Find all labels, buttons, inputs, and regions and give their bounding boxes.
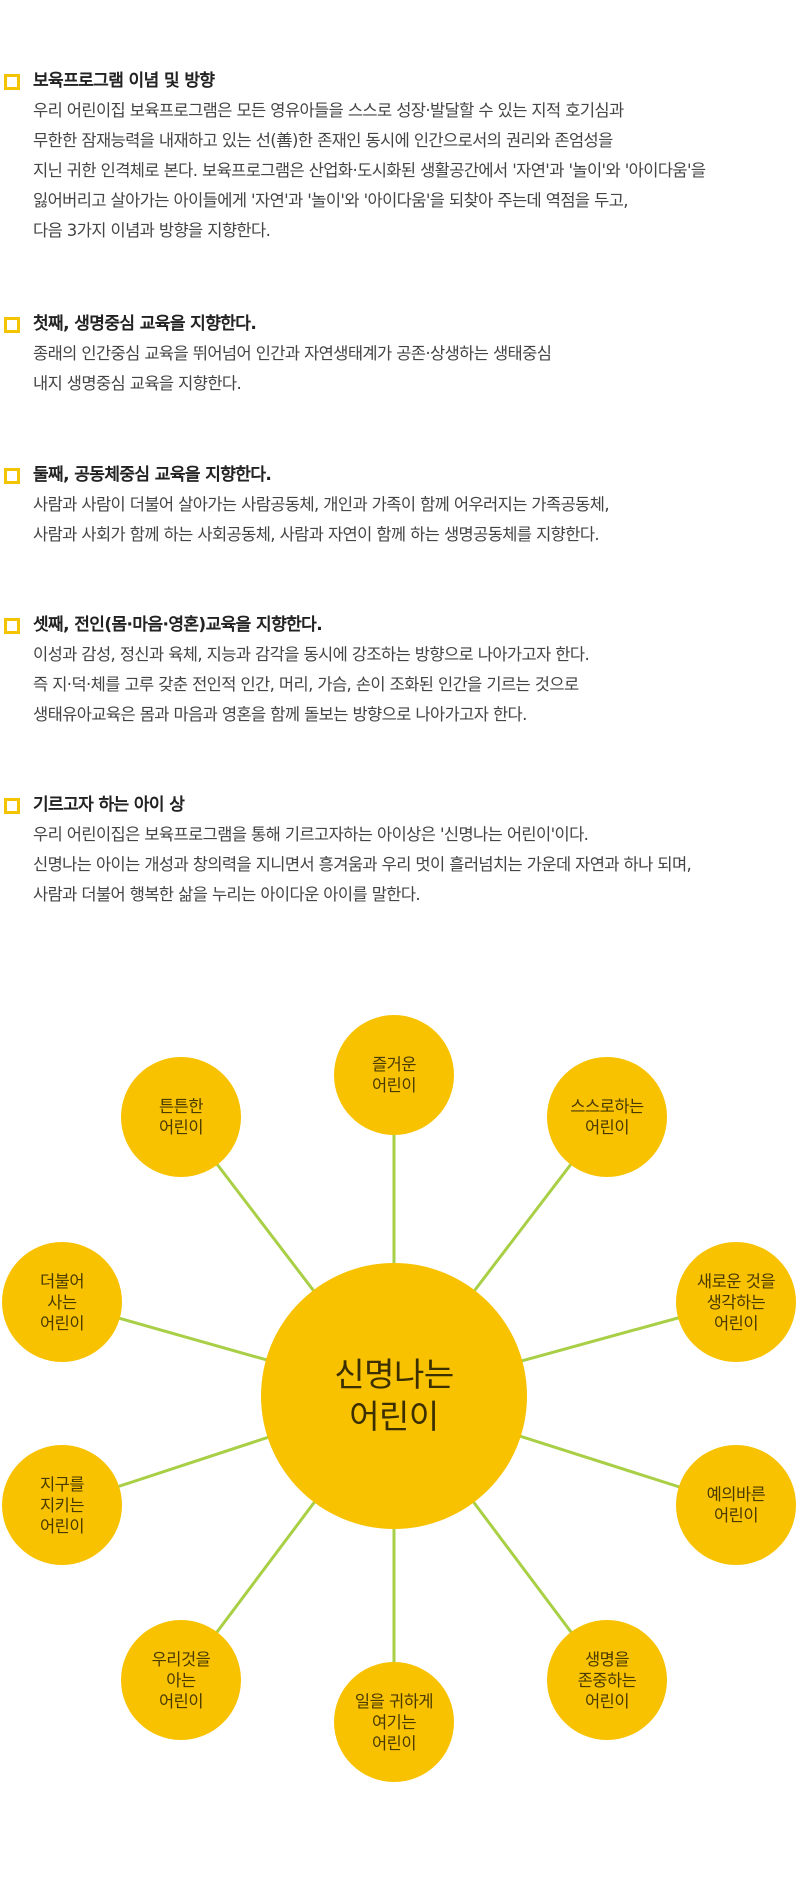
node-self-directed: 스스로하는 어린이 — [547, 1057, 667, 1177]
node-healthy: 튼튼한 어린이 — [121, 1057, 241, 1177]
paragraph-line: 무한한 잠재능력을 내재하고 있는 선(善)한 존재인 동시에 인간으로서의 권… — [33, 131, 613, 150]
paragraph-line: 지닌 귀한 인격체로 본다. 보육프로그램은 산업화·도시화된 생활공간에서 '… — [33, 161, 706, 180]
node-label: 예의바른 어린이 — [706, 1485, 766, 1525]
paragraph-line: 우리 어린이집 보육프로그램은 모든 영유아들을 스스로 성장·발달할 수 있는… — [33, 101, 624, 120]
section-title: 셋째, 전인(몸·마음·영혼)교육을 지향한다. — [0, 610, 798, 640]
section-life-centered: 첫째, 생명중심 교육을 지향한다. 종래의 인간중심 교육을 뛰어넘어 인간과… — [0, 309, 798, 399]
node-lives-together: 더불어 사는 어린이 — [2, 1242, 122, 1362]
paragraph-line: 즉 지·덕·체를 고루 갖춘 전인적 인간, 머리, 가슴, 손이 조화된 인간… — [33, 675, 579, 694]
paragraph-line: 사람과 사람이 더불어 살아가는 사람공동체, 개인과 가족이 함께 어우러지는… — [33, 495, 610, 514]
ideal-child-diagram: 신명나는 어린이 즐거운 어린이 스스로하는 어린이 새로운 것을 생각하는 어… — [0, 990, 798, 1810]
node-creative-thinking: 새로운 것을 생각하는 어린이 — [676, 1242, 796, 1362]
section-title: 첫째, 생명중심 교육을 지향한다. — [0, 309, 798, 339]
node-respects-life: 생명을 존중하는 어린이 — [547, 1620, 667, 1740]
section-ideal-child: 기르고자 하는 아이 상 우리 어린이집은 보육프로그램을 통해 기르고자하는 … — [0, 790, 798, 910]
paragraph-line: 사람과 사회가 함께 하는 사회공동체, 사람과 자연이 함께 하는 생명공동체… — [33, 525, 600, 544]
section-title: 기르고자 하는 아이 상 — [0, 790, 798, 820]
square-bullet-icon — [4, 74, 20, 90]
section-body: 우리 어린이집 보육프로그램은 모든 영유아들을 스스로 성장·발달할 수 있는… — [0, 96, 798, 246]
section-title: 둘째, 공동체중심 교육을 지향한다. — [0, 460, 798, 490]
node-label: 스스로하는 어린이 — [570, 1097, 644, 1137]
paragraph-line: 내지 생명중심 교육을 지향한다. — [33, 374, 242, 393]
node-label: 튼튼한 어린이 — [158, 1097, 204, 1137]
section-philosophy: 보육프로그램 이념 및 방향 우리 어린이집 보육프로그램은 모든 영유아들을 … — [0, 66, 798, 246]
section-title: 보육프로그램 이념 및 방향 — [0, 66, 798, 96]
paragraph-line: 우리 어린이집은 보육프로그램을 통해 기르고자하는 아이상은 '신명나는 어린… — [33, 825, 589, 844]
node-label: 일을 귀하게 여기는 어린이 — [354, 1691, 434, 1753]
paragraph-line: 이성과 감성, 정신과 육체, 지능과 감각을 동시에 강조하는 방향으로 나아… — [33, 645, 590, 664]
paragraph-line: 잃어버리고 살아가는 아이들에게 '자연'과 '놀이'와 '아이다움'을 되찾아… — [33, 191, 629, 210]
node-protects-earth: 지구를 지키는 어린이 — [2, 1445, 122, 1565]
paragraph-line: 사람과 더불어 행복한 삶을 누리는 아이다운 아이를 말한다. — [33, 885, 421, 904]
node-values-work: 일을 귀하게 여기는 어린이 — [334, 1662, 454, 1782]
node-label: 생명을 존중하는 어린이 — [577, 1649, 637, 1711]
node-joyful: 즐거운 어린이 — [334, 1015, 454, 1135]
paragraph-line: 다음 3가지 이념과 방향을 지향한다. — [33, 221, 271, 240]
square-bullet-icon — [4, 798, 20, 814]
node-label: 새로운 것을 생각하는 어린이 — [696, 1271, 776, 1333]
paragraph-line: 생태유아교육은 몸과 마음과 영혼을 함께 돌보는 방향으로 나아가고자 한다. — [33, 705, 527, 724]
section-community-centered: 둘째, 공동체중심 교육을 지향한다. 사람과 사람이 더불어 살아가는 사람공… — [0, 460, 798, 550]
center-node-label: 신명나는 어린이 — [334, 1355, 454, 1436]
node-label: 지구를 지키는 어린이 — [39, 1474, 85, 1536]
node-label: 더불어 사는 어린이 — [39, 1271, 85, 1333]
paragraph-line: 종래의 인간중심 교육을 뛰어넘어 인간과 자연생태계가 공존·상생하는 생태중… — [33, 344, 552, 363]
center-node: 신명나는 어린이 — [261, 1263, 527, 1529]
square-bullet-icon — [4, 317, 20, 333]
node-polite: 예의바른 어린이 — [676, 1445, 796, 1565]
square-bullet-icon — [4, 468, 20, 484]
section-body: 이성과 감성, 정신과 육체, 지능과 감각을 동시에 강조하는 방향으로 나아… — [0, 640, 798, 730]
section-body: 사람과 사람이 더불어 살아가는 사람공동체, 개인과 가족이 함께 어우러지는… — [0, 490, 798, 550]
node-label: 우리것을 아는 어린이 — [151, 1649, 211, 1711]
square-bullet-icon — [4, 618, 20, 634]
section-body: 종래의 인간중심 교육을 뛰어넘어 인간과 자연생태계가 공존·상생하는 생태중… — [0, 339, 798, 399]
node-knows-heritage: 우리것을 아는 어린이 — [121, 1620, 241, 1740]
node-label: 즐거운 어린이 — [371, 1055, 417, 1095]
paragraph-line: 신명나는 아이는 개성과 창의력을 지니면서 흥겨움과 우리 멋이 흘러넘치는 … — [33, 855, 692, 874]
section-holistic: 셋째, 전인(몸·마음·영혼)교육을 지향한다. 이성과 감성, 정신과 육체,… — [0, 610, 798, 730]
section-body: 우리 어린이집은 보육프로그램을 통해 기르고자하는 아이상은 '신명나는 어린… — [0, 820, 798, 910]
